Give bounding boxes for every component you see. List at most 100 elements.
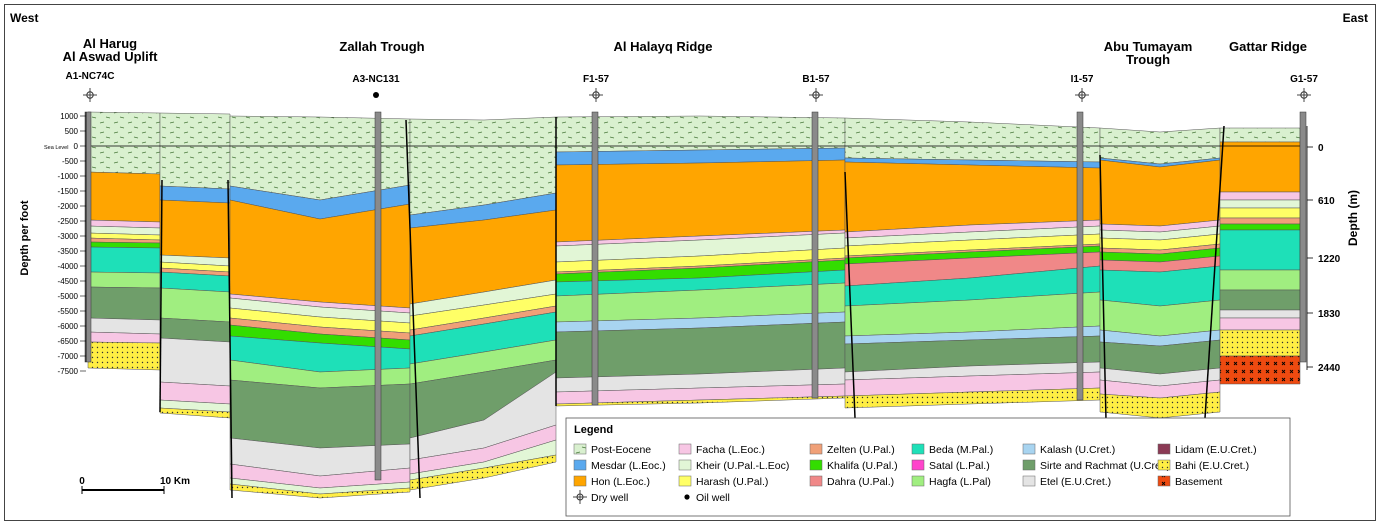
- legend-swatch: [911, 443, 925, 455]
- legend-swatch: [1022, 443, 1036, 455]
- legend-swatch: [573, 459, 587, 471]
- kheir-layer: [1219, 199, 1301, 209]
- right-axis-title: Depth (m): [1346, 190, 1360, 246]
- hagfa-layer: [1219, 269, 1301, 291]
- legend-item-label: Beda (M.Pal.): [929, 444, 993, 456]
- legend-item-label: Lidam (E.U.Cret.): [1175, 444, 1257, 456]
- zelten-layer: [1219, 217, 1301, 225]
- well-bore: [84, 111, 92, 363]
- legend-symbol-label: Dry well: [591, 492, 628, 504]
- region-title-harug: Al Harug: [83, 36, 137, 51]
- beda-layer: [87, 246, 161, 274]
- post-layer: [555, 115, 846, 153]
- etel-layer: [159, 337, 231, 387]
- hagfa-layer: [159, 287, 231, 323]
- fault-line: [844, 171, 856, 419]
- legend-swatch: [1157, 443, 1171, 455]
- hon-layer: [1219, 141, 1301, 193]
- fault-line: [1204, 125, 1225, 419]
- hon-layer: [555, 159, 846, 243]
- left-depth-tick-label: -3000: [58, 232, 79, 241]
- legend-symbol-label: Oil well: [696, 492, 730, 504]
- well-name-label: A1-NC74C: [66, 71, 115, 82]
- post-layer: [229, 115, 411, 201]
- region-title-harug: Al Aswad Uplift: [63, 49, 159, 64]
- dry-well-icon: [1075, 88, 1089, 102]
- well-name-label: A3-NC131: [352, 74, 400, 85]
- legend-item-label: Kalash (U.Cret.): [1040, 444, 1115, 456]
- bahi-layer: [1219, 329, 1301, 357]
- left-depth-tick-label: -4500: [58, 277, 79, 286]
- left-axis-title: Depth per foot: [19, 200, 31, 275]
- legend-item-label: Khalifa (U.Pal.): [827, 460, 898, 472]
- left-depth-tick-label: -2500: [58, 217, 79, 226]
- legend-item-label: Etel (E.U.Cret.): [1040, 476, 1111, 488]
- legend-item-label: Kheir (U.Pal.-L.Eoc): [696, 460, 789, 472]
- left-depth-tick-label: -2000: [58, 202, 79, 211]
- left-depth-tick-label: -5500: [58, 307, 79, 316]
- khalifa-layer: [1219, 223, 1301, 231]
- well-name-label: G1-57: [1290, 74, 1318, 85]
- left-depth-tick-label: -6500: [58, 337, 79, 346]
- legend-item-label: Post-Eocene: [591, 444, 651, 456]
- region-title-gattar: Gattar Ridge: [1229, 39, 1307, 54]
- legend-item-label: Basement: [1175, 476, 1222, 488]
- legend-swatch: [1157, 459, 1171, 471]
- legend-item-label: Hagfa (L.Pal): [929, 476, 991, 488]
- left-depth-tick-label: -1000: [58, 172, 79, 181]
- sirte-layer: [1219, 289, 1301, 311]
- harash-layer: [1219, 207, 1301, 219]
- right-depth-tick-label: 1220: [1318, 254, 1341, 265]
- region-title-halayq: Al Halayq Ridge: [614, 39, 713, 54]
- fault-line: [159, 179, 163, 413]
- beda-layer: [1219, 229, 1301, 271]
- legend-swatch: [678, 459, 692, 471]
- legend-swatch: [1157, 475, 1171, 487]
- sea-level-label: Sea Level: [44, 145, 68, 151]
- legend-swatch: [1022, 475, 1036, 487]
- legend-item-label: Dahra (U.Pal.): [827, 476, 894, 488]
- legend-title: Legend: [574, 424, 613, 436]
- left-depth-tick-label: -4000: [58, 262, 79, 271]
- well-name-label: I1-57: [1071, 74, 1094, 85]
- dry-well-icon: [1297, 88, 1311, 102]
- well-bore: [1299, 111, 1307, 363]
- left-depth-tick-label: 500: [65, 127, 79, 136]
- fault-line: [1099, 154, 1107, 421]
- well-bore: [374, 111, 382, 481]
- legend-swatch: [678, 475, 692, 487]
- region-title-tumayam: Abu Tumayam: [1104, 39, 1193, 54]
- well-bore: [1076, 111, 1084, 401]
- region-title-tumayam: Trough: [1126, 52, 1170, 67]
- bahi-layer: [1099, 391, 1221, 419]
- sirte-layer: [87, 286, 161, 321]
- legend-swatch: [1022, 459, 1036, 471]
- legend-swatch: [678, 443, 692, 455]
- facha-layer: [1219, 317, 1301, 331]
- right-depth-tick-label: 2440: [1318, 363, 1341, 374]
- well-bore: [811, 111, 819, 399]
- legend-item-label: Zelten (U.Pal.): [827, 444, 895, 456]
- post-layer: [844, 117, 1101, 163]
- hon-layer: [1099, 159, 1221, 227]
- post-layer: [1219, 127, 1301, 143]
- legend-item-label: Hon (L.Eoc.): [591, 476, 650, 488]
- etel-layer: [87, 317, 161, 335]
- region-title-zallah: Zallah Trough: [339, 39, 424, 54]
- post-layer: [87, 111, 161, 175]
- oil-well-icon: [373, 92, 379, 98]
- hon-layer: [159, 199, 231, 259]
- basement-layer: [1219, 355, 1301, 385]
- post-layer: [159, 112, 231, 190]
- legend-item-label: Facha (L.Eoc.): [696, 444, 765, 456]
- west-label: West: [10, 11, 38, 25]
- right-depth-tick-label: 1830: [1318, 309, 1341, 320]
- facha-layer: [87, 331, 161, 344]
- left-depth-tick-label: -3500: [58, 247, 79, 256]
- etel-layer: [1219, 309, 1301, 319]
- fault-line: [227, 179, 233, 499]
- bahi-layer: [409, 454, 557, 491]
- left-depth-tick-label: 1000: [60, 112, 78, 121]
